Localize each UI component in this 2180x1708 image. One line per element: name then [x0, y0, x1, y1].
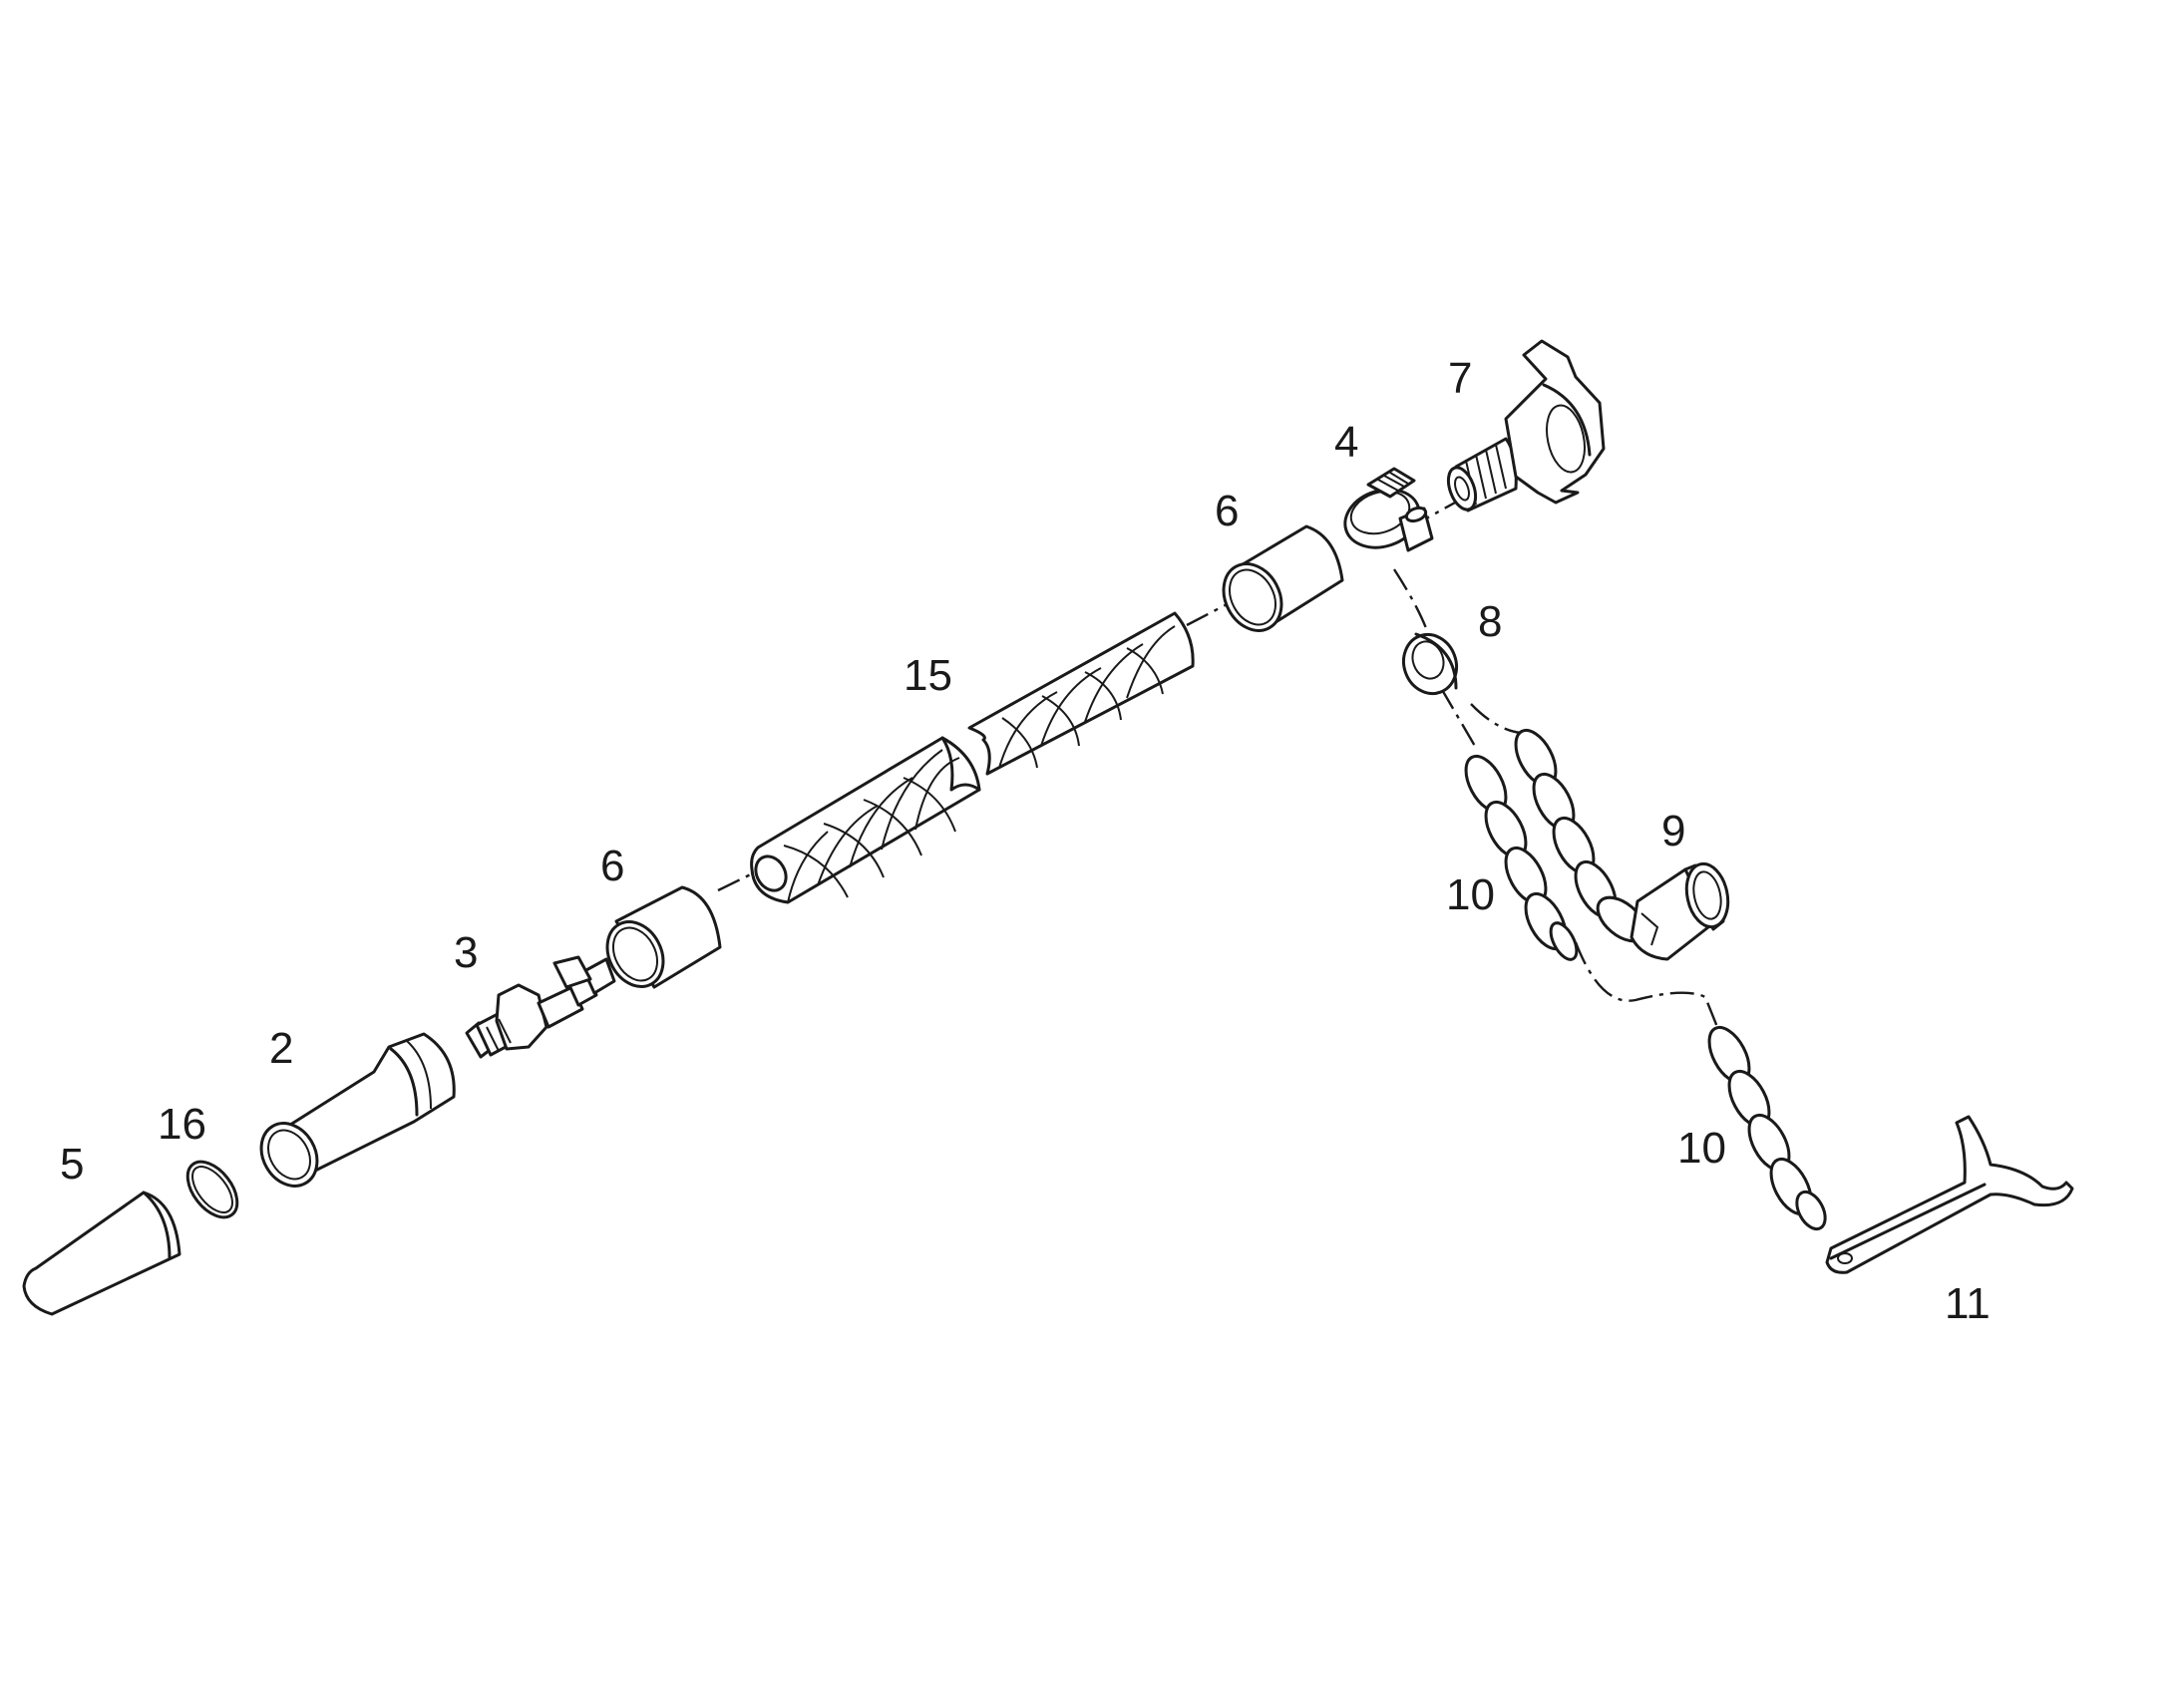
- part-15-hose-right: [967, 611, 1195, 776]
- part-3-hose-nipple: [465, 955, 616, 1059]
- part-6-ferrule-right: [1222, 524, 1344, 632]
- callout-4: 4: [1334, 418, 1358, 467]
- part-10-chain-to-cap: [1514, 728, 1647, 943]
- callout-labels: 5 16 2 3 6 15 6 4 7 8 9 10 10 11: [60, 354, 1991, 1328]
- part-2-sleeve: [259, 1032, 456, 1188]
- part-4-hose-clamp: [1343, 467, 1434, 552]
- callout-2: 2: [269, 1024, 293, 1073]
- part-9-cap: [1630, 861, 1730, 961]
- callout-5: 5: [60, 1140, 84, 1189]
- part-16-o-ring: [185, 1160, 239, 1219]
- callout-10-lower: 10: [1677, 1124, 1726, 1173]
- part-10-chain-lower: [1707, 1025, 1827, 1231]
- callout-6-right: 6: [1215, 487, 1239, 535]
- part-10-chain-upper: [1464, 754, 1579, 961]
- part-8-sealing-ring: [1402, 632, 1458, 696]
- callout-11: 11: [1945, 1279, 1991, 1328]
- callout-15: 15: [904, 651, 952, 700]
- part-11-hook-spanner: [1825, 1115, 2074, 1274]
- part-5-end-cap: [22, 1191, 182, 1316]
- callout-9: 9: [1661, 807, 1685, 855]
- part-6-ferrule-left: [605, 885, 722, 989]
- callout-10-upper: 10: [1446, 870, 1495, 919]
- callout-7: 7: [1448, 354, 1472, 403]
- part-7-claw-coupling: [1446, 339, 1606, 512]
- callout-16: 16: [158, 1100, 206, 1149]
- callout-6-left: 6: [600, 842, 624, 890]
- part-15-hose-left: [750, 736, 981, 904]
- callout-3: 3: [454, 928, 478, 977]
- callout-8: 8: [1478, 597, 1502, 646]
